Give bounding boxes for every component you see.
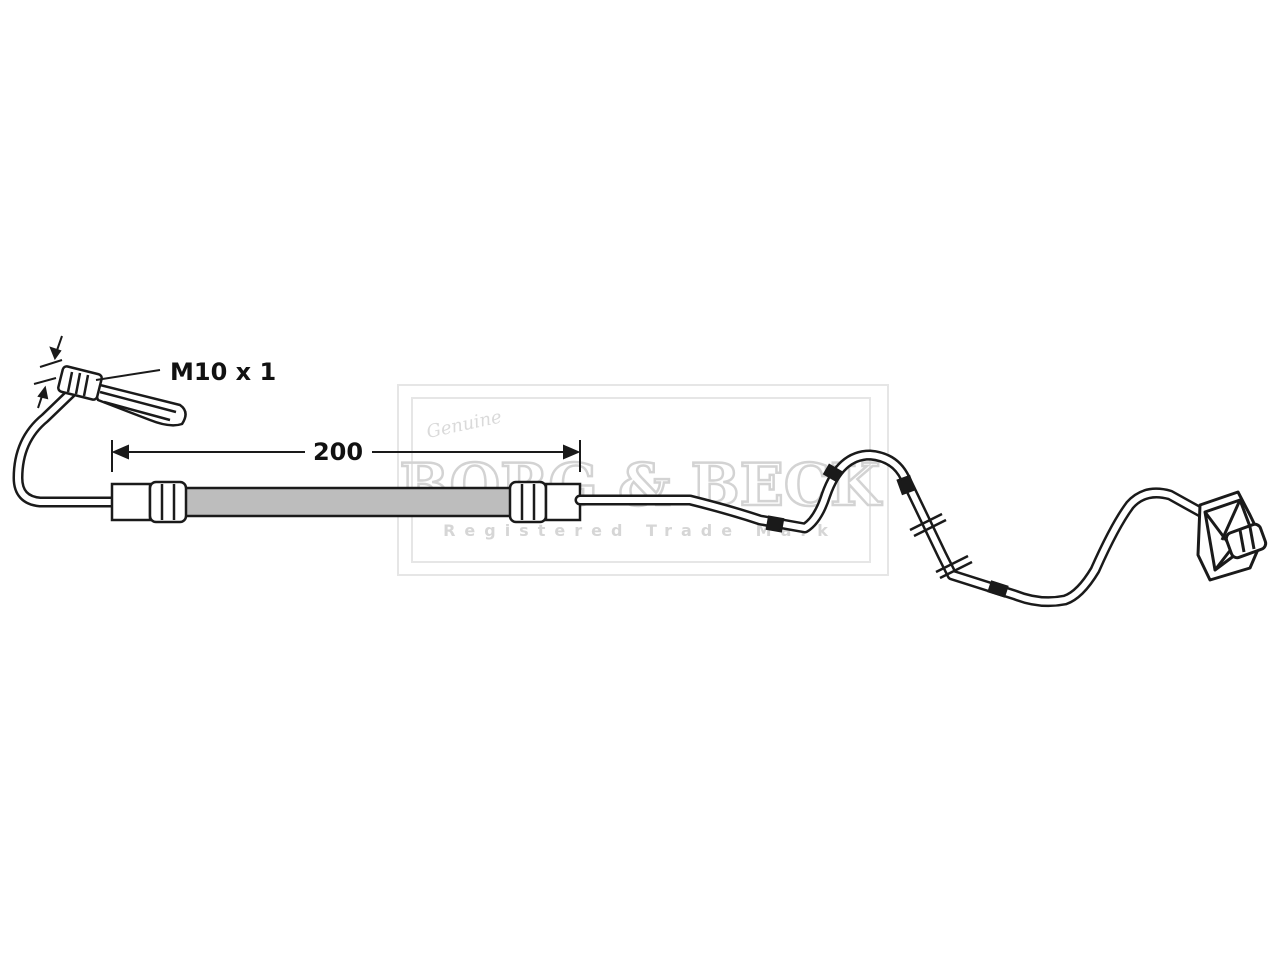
pipe-sleeve-4 (987, 580, 1009, 598)
watermark: Genuine BORG & BECK Registered Trade Mar… (397, 384, 889, 576)
thread-size-label: M10 x 1 (170, 358, 276, 386)
left-ferrule (110, 482, 152, 522)
watermark-frame-outer (397, 384, 889, 576)
pipe-clip-1 (909, 512, 943, 532)
watermark-tagline: Registered Trade Mark (443, 521, 837, 540)
length-label: 200 (313, 438, 363, 466)
pipe-sleeve-2 (822, 463, 844, 483)
left-crimp (148, 480, 188, 524)
right-crimp (508, 480, 548, 524)
hose-body (182, 486, 514, 518)
right-ferrule (544, 482, 582, 522)
pipe-clip-2 (935, 554, 969, 574)
watermark-frame-inner (411, 397, 871, 563)
rigid-pipe (574, 449, 1221, 608)
flexible-hose (110, 480, 582, 524)
thread-dimension (33, 335, 161, 409)
end-nut (1224, 522, 1268, 560)
pipe-sleeve-3 (896, 474, 916, 496)
pipe-clips (765, 463, 1009, 598)
threaded-fitting (57, 365, 187, 427)
pipe-sleeve-1 (765, 515, 785, 533)
left-pipe (12, 386, 118, 508)
end-fitting (1196, 490, 1268, 582)
watermark-script: Genuine (425, 407, 504, 443)
length-dimension (111, 440, 581, 472)
